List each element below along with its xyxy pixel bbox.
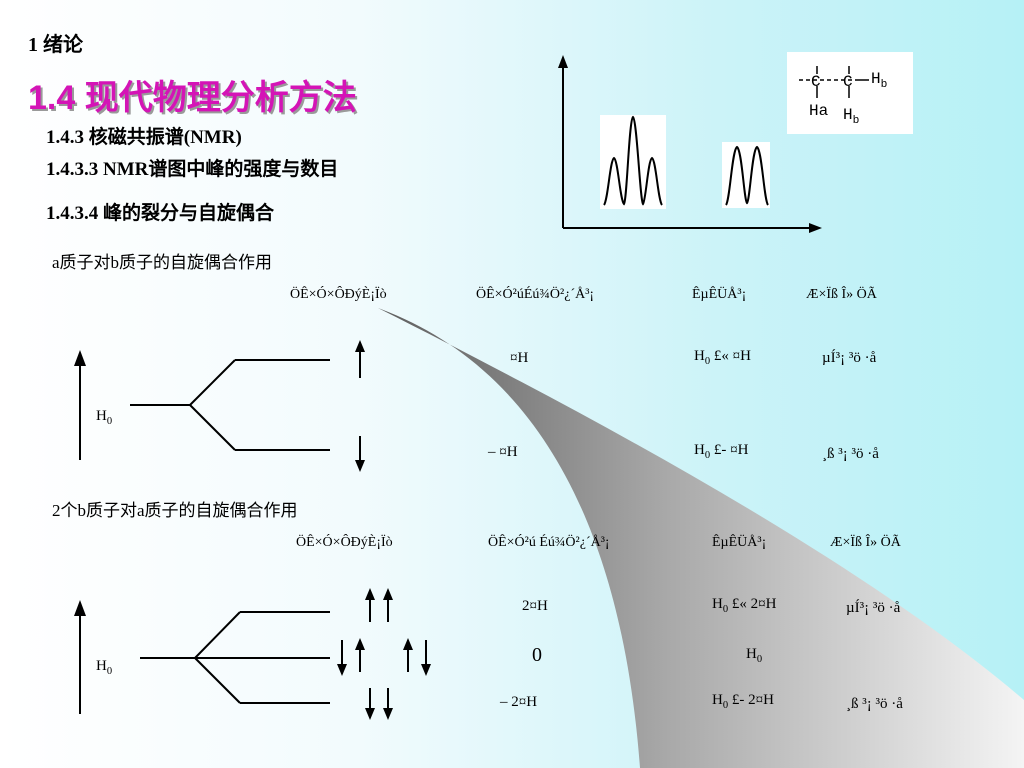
part-b-row1-effective: H0 £« 2¤H <box>712 596 777 615</box>
part-a-header-line-position: Æ×Ïß Î» ÖÃ <box>806 287 877 302</box>
svg-text:C: C <box>811 73 821 91</box>
part-a-row1-field: ¤H <box>510 350 529 366</box>
part-b-header-effective-field: ÊµÊÜÅ³¡ <box>712 535 767 550</box>
part-a-row2-position: ¸ß ³¡ ³ö ·å <box>822 446 879 462</box>
part-a-row2-effective: H0 £- ¤H <box>694 442 749 461</box>
part-b-row1-position: µÍ³¡ ³ö ·å <box>846 600 901 616</box>
structure-hb-right: Hb <box>871 70 888 92</box>
part-a-header-local-field: ÖÊ×Ó²úÉú¾Ö²¿´Å³¡ <box>476 287 595 302</box>
part-b-row3-position: ¸ß ³¡ ³ö ·å <box>846 696 903 712</box>
part-b-row1-field: 2¤H <box>522 598 548 614</box>
part-a-caption: a质子对b质子的自旋偶合作用 <box>52 253 273 272</box>
part-a-row1-effective: H0 £« ¤H <box>694 348 751 367</box>
part-b-header-spin: ÖÊ×Ó×ÔÐýÈ¡Ïò <box>296 535 393 550</box>
part-a-header-effective-field: ÊµÊÜÅ³¡ <box>692 287 747 302</box>
part-a-header-spin: ÖÊ×Ó×ÔÐýÈ¡Ïò <box>290 287 387 302</box>
spectrum-peak-box-1 <box>600 115 666 209</box>
part-b-caption: 2个b质子对a质子的自旋偶合作用 <box>52 501 298 520</box>
part-b-row3-effective: H0 £- 2¤H <box>712 692 774 711</box>
page-title: 1.4 现代物理分析方法 <box>28 79 357 117</box>
svg-text:C: C <box>843 73 853 91</box>
part-b-row2-effective: H0 <box>746 646 763 665</box>
structure-hb-bottom: Hb <box>843 106 860 128</box>
structure-ha: Ha <box>809 102 829 120</box>
part-b-row2-field: 0 <box>532 644 542 666</box>
part-a-row1-position: µÍ³¡ ³ö ·å <box>822 350 877 366</box>
part-a-row2-field: – ¤H <box>488 444 518 460</box>
part-a-h0-label: H0 <box>96 408 113 427</box>
part-b-row3-field: – 2¤H <box>500 694 538 710</box>
section-heading-2: 1.4.3.3 NMR谱图中峰的强度与数目 <box>46 159 339 180</box>
structure-figure: C C Hb Ha Hb <box>787 52 913 134</box>
structure-bonds: C C <box>799 66 869 98</box>
part-b-h0-label: H0 <box>96 658 113 677</box>
part-b-header-line-position: Æ×Ïß Î» ÖÃ <box>830 535 901 550</box>
chapter-label: 1 绪论 <box>28 34 83 56</box>
section-heading-1: 1.4.3 核磁共振谱(NMR) <box>46 127 242 148</box>
part-b-header-local-field: ÖÊ×Ó²ú Éú¾Ö²¿´Å³¡ <box>488 535 610 550</box>
section-heading-3: 1.4.3.4 峰的裂分与自旋偶合 <box>46 203 275 224</box>
